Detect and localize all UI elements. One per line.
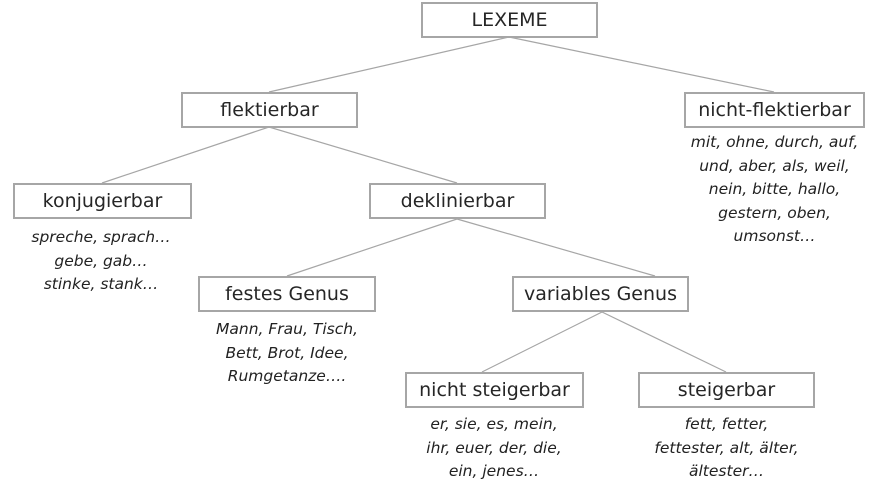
example-line: ein, jenes… xyxy=(448,462,540,480)
example-line: gebe, gab… xyxy=(54,251,148,270)
edge-deklinierbar-variables-genus xyxy=(456,218,656,277)
node-steigerbar: steigerbar xyxy=(638,372,815,408)
examples-konjugierbar: spreche, sprach… gebe, gab… stinke, stan… xyxy=(0,226,202,297)
example-line: fettester, alt, älter, xyxy=(654,438,799,457)
edge-flektierbar-konjugierbar xyxy=(101,126,270,184)
examples-nicht-steigerbar: er, sie, es, mein, ihr, euer, der, die, … xyxy=(392,413,596,484)
example-line: Bett, Brot, Idee, xyxy=(225,343,349,362)
node-nicht-steigerbar: nicht steigerbar xyxy=(405,372,584,408)
example-line: nein, bitte, hallo, xyxy=(708,180,841,198)
edge-deklinierbar-festes-genus xyxy=(286,218,458,277)
example-line: spreche, sprach… xyxy=(31,228,171,246)
node-konjugierbar: konjugierbar xyxy=(13,183,192,219)
example-line: mit, ohne, durch, auf, xyxy=(690,133,859,151)
example-line: umsonst… xyxy=(733,227,816,245)
node-lexeme: LEXEME xyxy=(421,2,598,38)
node-nicht-flektierbar: nicht-flektierbar xyxy=(684,92,865,128)
node-flektierbar: flektierbar xyxy=(181,92,358,128)
example-line: Mann, Frau, Tisch, xyxy=(216,320,358,338)
examples-steigerbar: fett, fetter, fettester, alt, älter, ält… xyxy=(624,413,829,484)
edge-flektierbar-deklinierbar xyxy=(268,126,458,184)
edge-lexeme-flektierbar xyxy=(268,36,510,93)
example-line: gestern, oben, xyxy=(718,203,831,222)
edge-variables-genus-steigerbar xyxy=(601,311,727,373)
example-line: ihr, euer, der, die, xyxy=(426,438,562,457)
example-line: stinke, stank… xyxy=(43,275,159,293)
example-line: und, aber, als, weil, xyxy=(699,156,850,175)
node-variables-genus: variables Genus xyxy=(512,276,689,312)
example-line: er, sie, es, mein, xyxy=(430,415,558,433)
node-deklinierbar: deklinierbar xyxy=(369,183,546,219)
examples-festes-genus: Mann, Frau, Tisch, Bett, Brot, Idee, Rum… xyxy=(187,318,387,389)
edge-lexeme-nicht-flektierbar xyxy=(508,36,775,93)
examples-nicht-flektierbar: mit, ohne, durch, auf, und, aber, als, w… xyxy=(664,131,876,249)
edge-variables-genus-nicht-steigerbar xyxy=(481,311,603,373)
example-line: Rumgetanze…. xyxy=(227,367,347,385)
node-festes-genus: festes Genus xyxy=(198,276,376,312)
example-line: fett, fetter, xyxy=(684,415,769,433)
example-line: ältester… xyxy=(689,462,764,480)
